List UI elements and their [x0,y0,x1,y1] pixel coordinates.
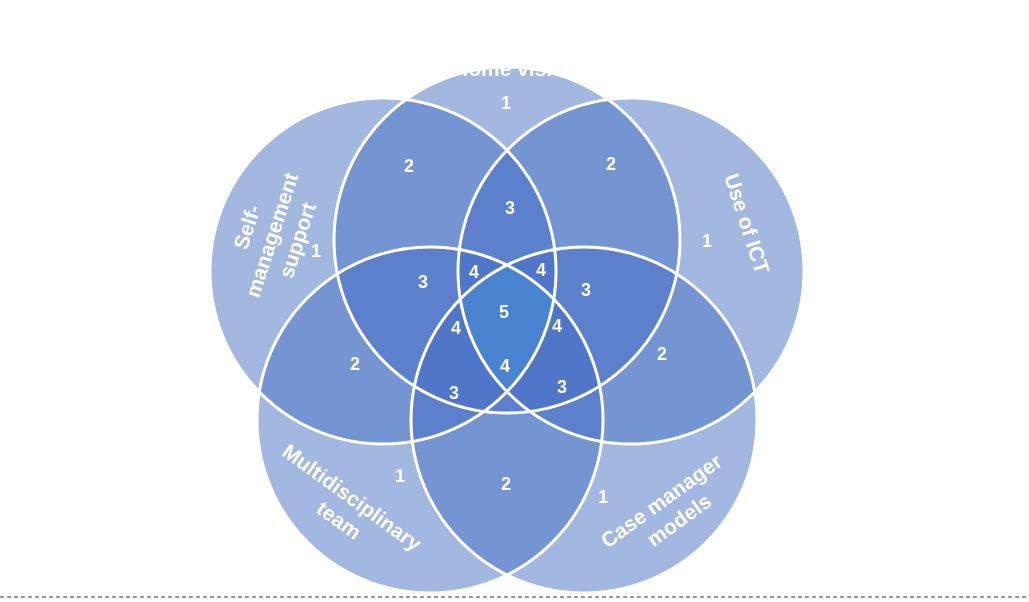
count-triple-upper-right: 3 [581,280,591,300]
count-quad-upper-right: 4 [536,260,546,280]
count-center: 5 [499,302,509,322]
label-home-visits: Home visits [453,58,571,81]
count-home-only: 1 [501,93,511,113]
count-pair-ict-case: 2 [657,344,667,364]
count-triple-top: 3 [505,198,515,218]
count-triple-upper-left: 3 [418,272,428,292]
count-self-only: 1 [311,241,321,261]
count-ict-only: 1 [702,231,712,251]
count-quad-bottom: 4 [500,356,510,376]
circle-outlines [208,65,806,595]
count-case-only: 1 [598,487,608,507]
count-triple-lower-right: 3 [557,377,567,397]
count-triple-lower-left: 3 [449,383,459,403]
count-pair-multi-self: 2 [350,354,360,374]
count-pair-self-home: 2 [404,156,414,176]
count-pair-case-multi: 2 [501,474,511,494]
region-counts: 1 1 1 1 1 2 2 2 2 2 3 3 3 3 3 4 4 4 4 4 … [311,93,712,507]
count-quad-right: 4 [552,316,562,336]
count-pair-home-ict: 2 [606,154,616,174]
count-multi-only: 1 [395,466,405,486]
count-quad-left: 4 [451,318,461,338]
count-quad-upper-left: 4 [469,262,479,282]
